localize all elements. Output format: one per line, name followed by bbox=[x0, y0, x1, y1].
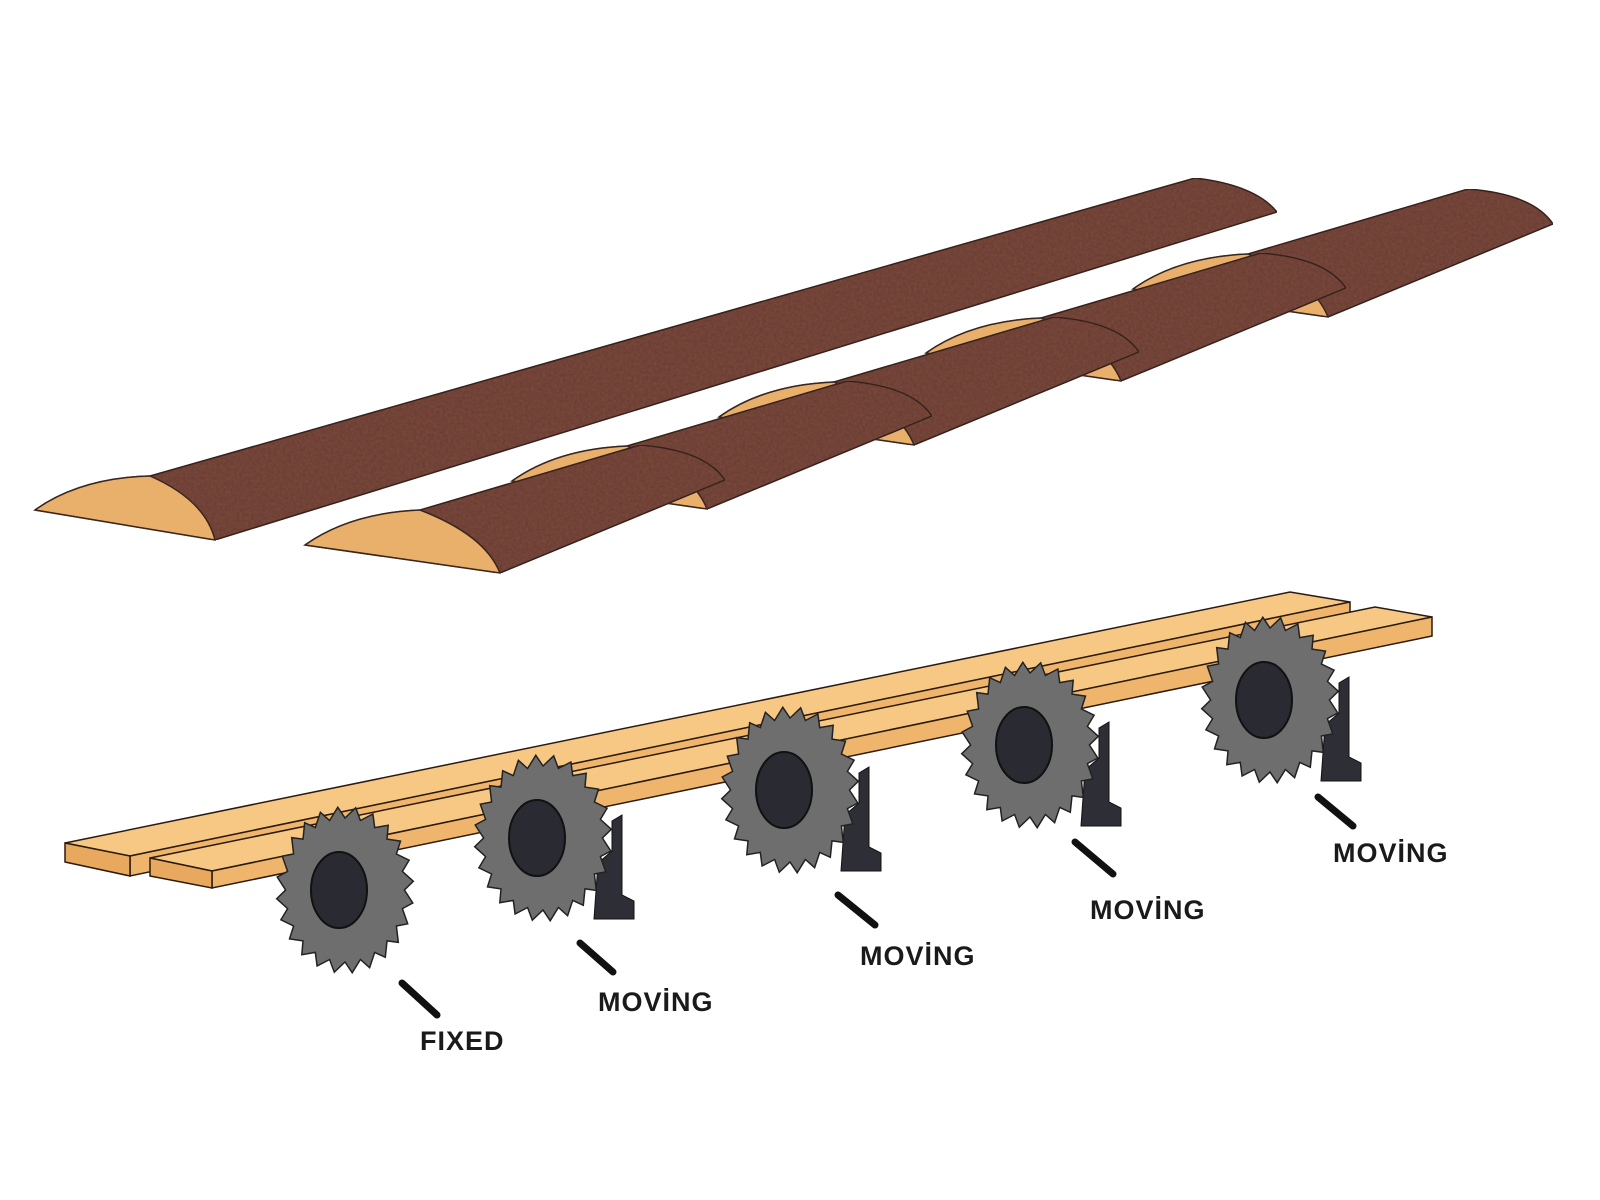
moving-saw bbox=[720, 705, 882, 875]
segment-end-face bbox=[303, 509, 502, 574]
label-text: MOVİNG bbox=[1090, 895, 1206, 925]
whole-log bbox=[33, 177, 1279, 541]
leader-line bbox=[576, 939, 617, 976]
moving-saw bbox=[473, 753, 635, 923]
board-end bbox=[64, 842, 131, 877]
saw-mount-bracket bbox=[1320, 676, 1362, 782]
saw-mount-bracket bbox=[593, 814, 635, 920]
label-text: MOVİNG bbox=[598, 987, 714, 1017]
label-moving-4: MOVİNG bbox=[1314, 793, 1449, 868]
label-text: MOVİNG bbox=[1333, 838, 1449, 868]
label-moving-3: MOVİNG bbox=[1071, 838, 1206, 925]
label-text: MOVİNG bbox=[860, 941, 976, 971]
board-end bbox=[149, 857, 213, 889]
saw-blades bbox=[275, 615, 1362, 975]
saw-mount-bracket bbox=[840, 766, 882, 872]
board-top bbox=[64, 591, 1351, 857]
leader-line bbox=[1314, 793, 1357, 830]
saw-hub bbox=[310, 851, 368, 929]
label-text: FIXED bbox=[420, 1026, 505, 1056]
moving-saw bbox=[960, 660, 1122, 830]
leader-line bbox=[1071, 838, 1117, 878]
log-end-face bbox=[33, 475, 217, 541]
label-fixed: FIXED bbox=[398, 979, 505, 1056]
moving-saw bbox=[1200, 615, 1362, 785]
log-segment bbox=[303, 444, 727, 574]
leader-line bbox=[834, 891, 879, 929]
label-moving-2: MOVİNG bbox=[834, 891, 976, 971]
saw-hub bbox=[995, 706, 1053, 784]
saw-hub bbox=[755, 751, 813, 829]
saw-hub bbox=[1235, 661, 1293, 739]
segmented-log bbox=[303, 188, 1555, 574]
label-moving-1: MOVİNG bbox=[576, 939, 714, 1017]
leader-line bbox=[398, 979, 441, 1019]
saw-hub bbox=[508, 799, 566, 877]
fixed-saw bbox=[275, 805, 415, 975]
saw-mount-bracket bbox=[1080, 721, 1122, 827]
board-back bbox=[64, 591, 1351, 877]
